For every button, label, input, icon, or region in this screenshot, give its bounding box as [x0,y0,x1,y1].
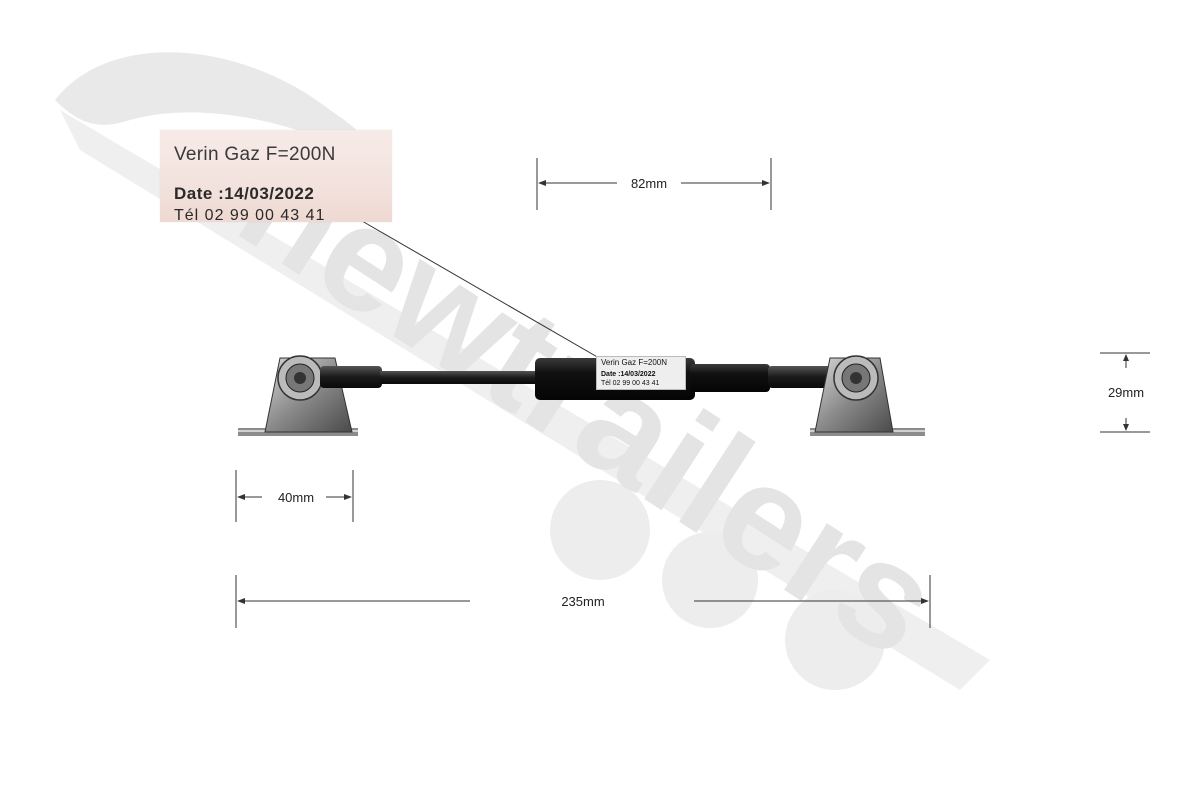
watermark-sweep [60,110,990,690]
left-end-fitting [320,366,382,388]
dimension-height-label: 29mm [1108,385,1144,400]
watermark-wheel-3 [785,590,885,690]
dimension-overall-label: 235mm [561,594,604,609]
watermark-wheel-1 [550,480,650,580]
label-zoom-callout: Verin Gaz F=200N Date :14/03/2022 Tél 02… [160,130,392,224]
label-small-line2: Date :14/03/2022 [601,371,656,378]
dimension-stroke-label: 82mm [631,176,667,191]
label-zoom-line2: Date :14/03/2022 [174,184,315,203]
watermark-wheel-2 [662,532,758,628]
watermark-swoosh [55,52,390,170]
piston-rod [380,371,540,384]
dimension-bracket-label: 40mm [278,490,314,505]
right-end-fitting [768,366,840,388]
label-small-line1: Verin Gaz F=200N [601,358,668,367]
callout-leader-line [361,220,607,363]
dimension-stroke [536,158,772,210]
dimension-bracket [235,470,354,522]
label-zoom-line1: Verin Gaz F=200N [174,144,336,165]
label-on-cylinder: Verin Gaz F=200N Date :14/03/2022 Tél 02… [596,356,686,390]
label-small-line3: Tél 02 99 00 43 41 [601,380,660,387]
cylinder-end-cap [690,364,770,392]
right-mounting-bracket [810,355,925,436]
dimension-overall [235,575,931,628]
label-zoom-line3: Tél 02 99 00 43 41 [174,207,326,224]
dimension-height [1100,352,1150,433]
